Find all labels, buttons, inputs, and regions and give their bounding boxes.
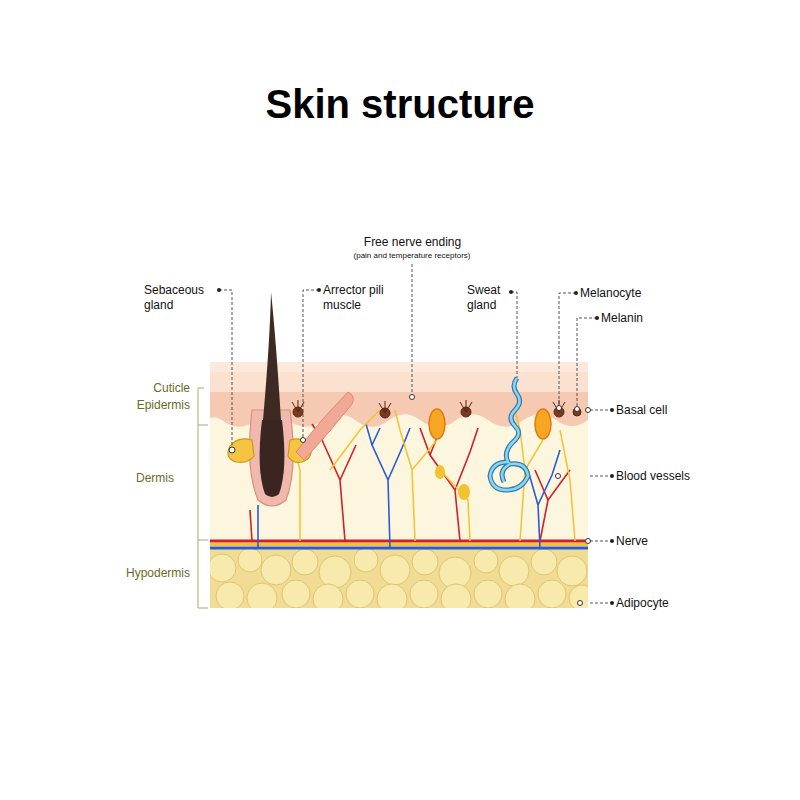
layer-label: Hypodermis bbox=[100, 566, 190, 581]
layer-label: Cuticle bbox=[100, 381, 190, 396]
leader-label: Free nerve ending bbox=[335, 235, 490, 250]
layer-label: Epidermis bbox=[100, 398, 190, 413]
part-label: Sweat gland bbox=[467, 283, 509, 313]
part-label: Basal cell bbox=[616, 403, 667, 418]
part-label: Adipocyte bbox=[616, 596, 669, 611]
diagram-title: Skin structure bbox=[0, 82, 800, 127]
part-label: Blood vessels bbox=[616, 469, 690, 484]
layer-label: Dermis bbox=[110, 471, 200, 486]
part-label: Sebaceous gland bbox=[144, 283, 216, 313]
part-label: Melanin bbox=[601, 311, 643, 326]
part-label: Arrector pili muscle bbox=[323, 283, 395, 313]
part-label: Melanocyte bbox=[580, 286, 641, 301]
part-label: Nerve bbox=[616, 534, 648, 549]
note-label: (pain and temperature receptors) bbox=[322, 251, 502, 261]
